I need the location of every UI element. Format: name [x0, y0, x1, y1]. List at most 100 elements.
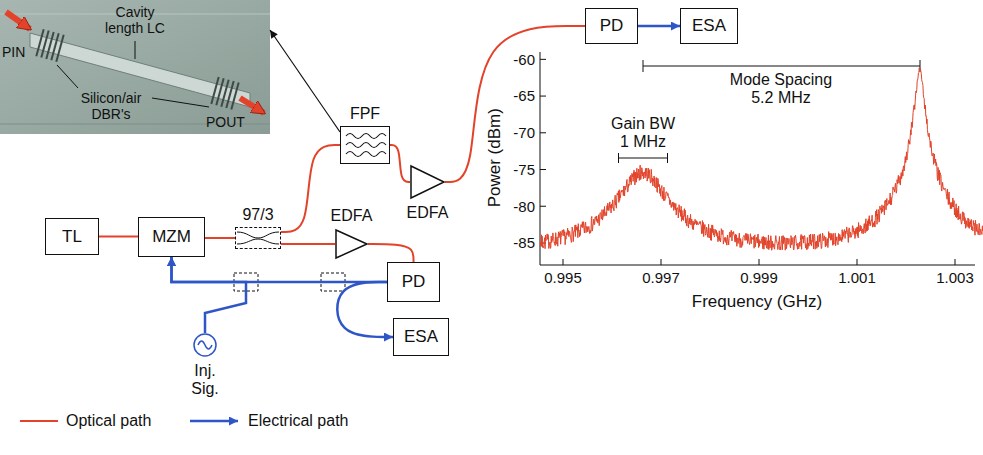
- output-power-arrow: [240, 98, 264, 113]
- tick-label: 0.995: [544, 269, 582, 286]
- tick-mark: [759, 259, 760, 265]
- tick-label: 0.997: [642, 269, 680, 286]
- tick-label: 1.003: [936, 269, 974, 286]
- optical-fiber: [445, 26, 585, 182]
- instrument-box: ESA: [680, 8, 738, 44]
- tick-label: -75: [513, 161, 535, 178]
- bracket-end: [667, 153, 668, 163]
- optical-fiber: [281, 243, 335, 245]
- tick-mark: [540, 132, 546, 133]
- coupler-symbol: [236, 228, 280, 248]
- filter-box: FPF: [340, 126, 390, 164]
- legend-label: Optical path: [66, 412, 151, 430]
- amplifier-outline: [411, 166, 444, 198]
- annotation: Gain BW: [611, 115, 675, 133]
- amplifier-triangle: EDFA: [335, 229, 368, 259]
- electrical-wire: [172, 257, 388, 282]
- signal-source: Inj. Sig.: [193, 333, 217, 357]
- photo-inset: PIN Cavity length LC Silicon/air DBR'sPOUT: [0, 0, 270, 134]
- tick-mark: [540, 59, 546, 60]
- node-label: ESA: [692, 16, 726, 36]
- node-label: EDFA: [407, 204, 449, 222]
- amplifier-symbol: [410, 165, 445, 199]
- source-circle: [194, 334, 216, 356]
- optical-fiber: [205, 237, 235, 239]
- legend-optical-sample: [20, 420, 58, 422]
- annotation: Mode Spacing: [730, 71, 832, 89]
- leader-line: [135, 41, 136, 59]
- filter-wave: [346, 134, 386, 139]
- fiber-coupler: 97/3: [235, 227, 281, 249]
- node-label: Inj. Sig.: [183, 362, 227, 399]
- sine-symbol: [198, 341, 212, 349]
- optical-fiber: [368, 244, 414, 262]
- dbr-stripe: [56, 35, 63, 62]
- optical-fiber: [390, 145, 410, 182]
- amplifier-outline: [336, 230, 367, 258]
- axis-title: Power (dBm): [485, 108, 505, 207]
- tick-label: -85: [513, 234, 535, 251]
- optical-fiber: [99, 236, 138, 238]
- leader-line: [152, 98, 209, 107]
- tick-label: -60: [513, 51, 535, 68]
- tick-mark: [955, 259, 956, 265]
- dbr-stripe: [231, 82, 238, 109]
- tick-mark: [661, 259, 662, 265]
- legend-electrical-sample: [190, 420, 238, 423]
- coupler-fiber: [237, 232, 279, 238]
- input-power-arrow: [6, 12, 30, 29]
- node-label: TL: [62, 227, 82, 247]
- instrument-box: MZM: [138, 217, 205, 257]
- dbr-mirror: [36, 29, 63, 62]
- pointer-arrow: [270, 30, 340, 132]
- node-label: 97/3: [242, 206, 273, 224]
- tick-mark: [540, 96, 546, 97]
- gain-bandwidth-bracket: [619, 158, 668, 159]
- tick-mark: [540, 169, 546, 170]
- tick-label: -80: [513, 198, 535, 215]
- photo-annotation: PIN: [2, 44, 25, 60]
- instrument-box: ESA: [393, 318, 449, 356]
- node-label: ESA: [404, 327, 438, 347]
- photo-annotation: Cavity length LC: [95, 4, 175, 36]
- legend-label: Electrical path: [248, 412, 349, 430]
- node-label: PD: [600, 16, 624, 36]
- y-axis: [540, 52, 541, 265]
- node-label: MZM: [152, 227, 191, 247]
- instrument-box: PD: [387, 262, 440, 302]
- tick-mark: [540, 206, 546, 207]
- node-label: PD: [402, 272, 426, 292]
- electrical-wire: [638, 25, 680, 28]
- photo-annotation: POUT: [206, 114, 245, 130]
- filter-symbol: [341, 127, 388, 162]
- tick-label: -70: [513, 124, 535, 141]
- tick-label: -65: [513, 87, 535, 104]
- bracket-end: [643, 60, 644, 72]
- filter-wave: [346, 152, 386, 157]
- mode-spacing-bracket: [643, 66, 920, 67]
- tick-label: 0.999: [740, 269, 778, 286]
- leader-line: [57, 65, 78, 88]
- tick-mark: [857, 259, 858, 265]
- photo-annotation: Silicon/air DBR's: [70, 90, 152, 122]
- coupler-fiber: [237, 239, 279, 244]
- instrument-box: TL: [45, 218, 99, 255]
- dbr-mirror: [211, 77, 238, 109]
- annotation: 5.2 MHz: [751, 89, 811, 107]
- node-label: EDFA: [331, 207, 373, 225]
- annotation: 1 MHz: [620, 133, 666, 151]
- source-symbol: [193, 333, 217, 357]
- axis-title: Frequency (GHz): [692, 292, 822, 312]
- electrical-wire: [172, 257, 247, 333]
- photo-background: [0, 0, 270, 134]
- spectrum-trace: [540, 68, 983, 252]
- bracket-end: [618, 153, 619, 163]
- instrument-box: PD: [585, 8, 638, 44]
- amplifier-symbol: [335, 229, 368, 259]
- node-label: FPF: [350, 105, 380, 123]
- tick-mark: [563, 259, 564, 265]
- filter-wave: [346, 143, 386, 148]
- tick-label: 1.001: [838, 269, 876, 286]
- electrical-wire: [337, 282, 393, 337]
